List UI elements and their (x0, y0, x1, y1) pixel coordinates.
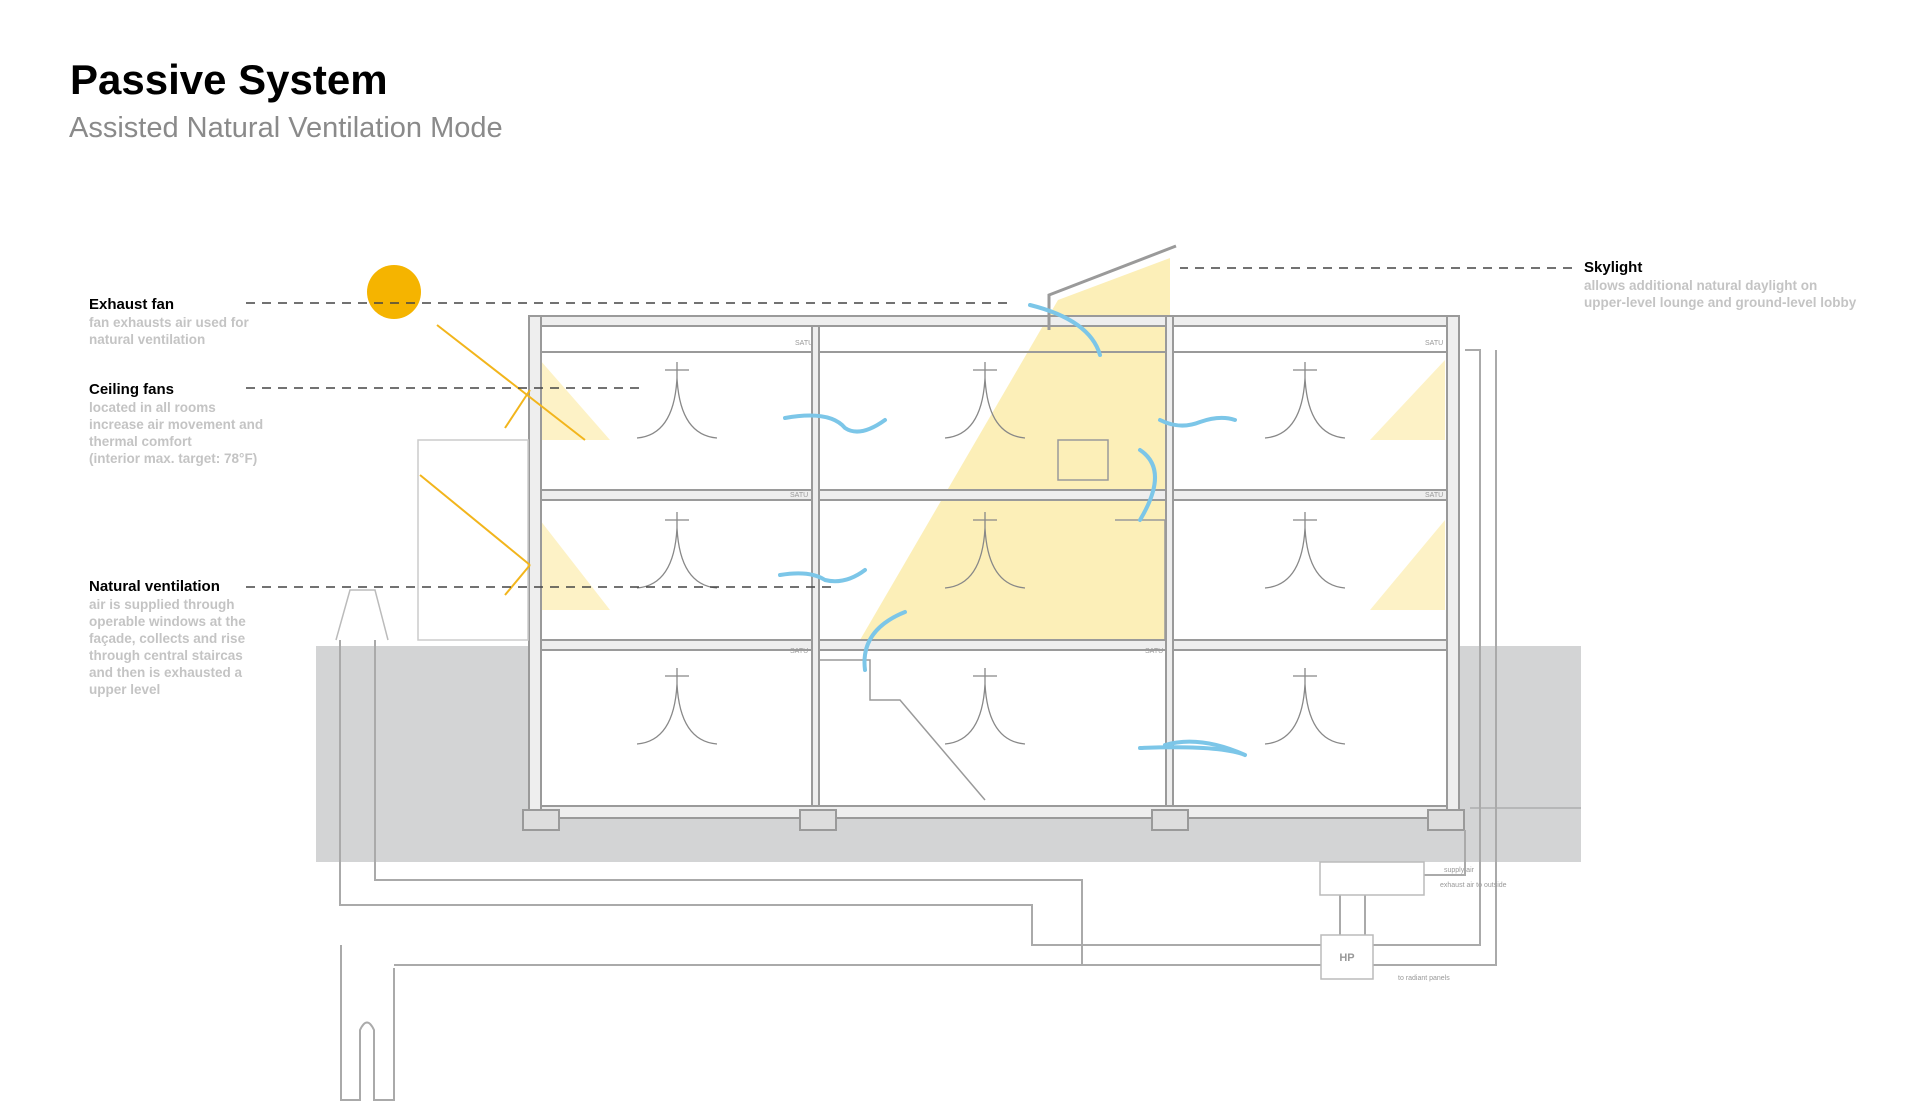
annotation-title: Exhaust fan (89, 296, 175, 313)
page-title: Passive System (70, 56, 388, 103)
svg-text:SATU: SATU (790, 492, 808, 499)
exhaust-air-label: exhaust air to outside (1440, 882, 1507, 889)
leader-lines (246, 267, 1572, 588)
ducts-and-pipes (339, 349, 1497, 1101)
erv-unit (1319, 861, 1425, 896)
svg-text:SATU: SATU (1425, 340, 1443, 347)
ceiling-fan-icon (636, 512, 718, 589)
daylight-cone (860, 258, 1170, 640)
sun-icon (367, 265, 421, 319)
annotation-title: Natural ventilation (89, 578, 220, 595)
satu-labels: SATU SATU SATU SATU SATU SATU (790, 340, 1443, 655)
svg-text:SATU: SATU (1425, 492, 1443, 499)
annotation-ceiling-fans: Ceiling fans located in all rooms increa… (89, 381, 329, 467)
ceiling-fan-icon (944, 362, 1026, 439)
building-structure (335, 244, 1581, 831)
ceiling-fan-icon (636, 362, 718, 439)
supply-air-label: supply air (1444, 867, 1475, 874)
ceiling-fan-icon (1264, 668, 1346, 745)
ceiling-fan-icon (944, 668, 1026, 745)
annotation-exhaust-fan: Exhaust fan fan exhausts air used for na… (89, 296, 329, 348)
annotation-text: allows additional natural daylight on up… (1584, 278, 1857, 310)
annotation-title: Skylight (1584, 259, 1643, 276)
airflow-arrows (778, 303, 1247, 757)
ceiling-fan-icon (1264, 512, 1346, 589)
heat-pump-box (1320, 934, 1374, 980)
radiant-panels-label: to radiant panels (1398, 975, 1450, 982)
annotation-title: Ceiling fans (89, 381, 175, 398)
annotation-text: air is supplied through operable windows… (89, 597, 246, 697)
annotation-natural-ventilation: Natural ventilation air is supplied thro… (89, 578, 254, 698)
svg-text:SATU: SATU (795, 340, 813, 347)
ceiling-fan-icon (944, 512, 1026, 589)
ceiling-fan-icon (1264, 362, 1346, 439)
annotation-text: located in all rooms increase air moveme… (89, 400, 264, 466)
svg-text:SATU: SATU (790, 648, 808, 655)
svg-text:SATU: SATU (1145, 648, 1163, 655)
ceiling-fan-icon (636, 668, 718, 745)
page-subtitle: Assisted Natural Ventilation Mode (69, 112, 503, 144)
sun-rays (419, 324, 586, 596)
heat-pump-label: HP (1339, 952, 1354, 964)
annotation-text: fan exhausts air used for natural ventil… (89, 315, 249, 347)
annotation-skylight: Skylight allows additional natural dayli… (1584, 259, 1914, 311)
